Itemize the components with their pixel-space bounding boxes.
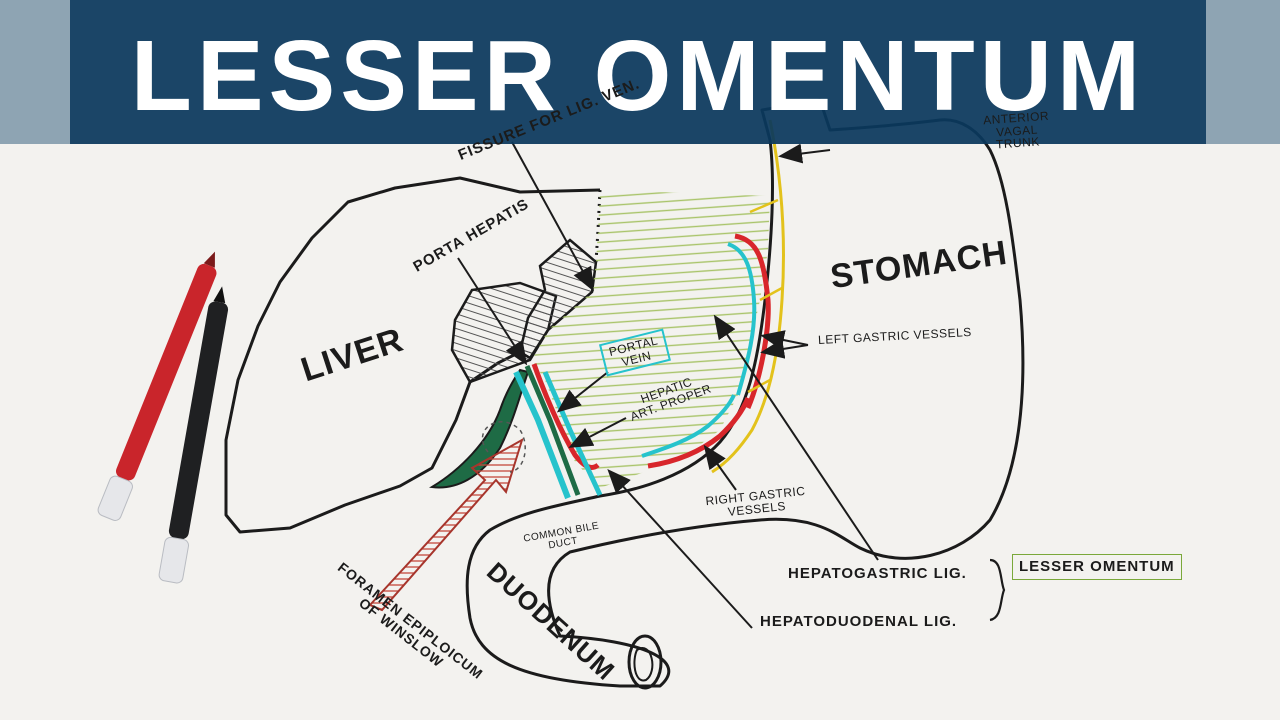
right-gastric-vein	[641, 394, 736, 458]
stomach-outline	[465, 98, 1025, 688]
banner-right-margin	[1206, 0, 1280, 144]
page-title: LESSER OMENTUM	[130, 20, 1146, 132]
arrow-hepatoduodenal	[607, 469, 753, 629]
arrow-hepatogastric	[713, 314, 879, 561]
brace-lesser-omentum	[989, 558, 1006, 622]
label-hepatogastric: HEPATOGASTRIC LIG.	[788, 565, 967, 582]
vagal-branch-3	[747, 378, 771, 394]
vagal-branch-1	[749, 198, 779, 214]
label-hepatoduodenal: HEPATODUODENAL LIG.	[760, 613, 958, 630]
lesser-omentum-box: LESSER OMENTUM	[1012, 554, 1182, 580]
portal-vein-line	[513, 370, 571, 500]
black-pen	[158, 286, 229, 584]
arrow-left-gastric-1	[760, 330, 809, 350]
label-vagal-trunk: ANTERIOR VAGAL TRUNK	[983, 109, 1051, 152]
banner-left-margin	[0, 0, 70, 144]
lesser-omentum-area	[532, 190, 770, 488]
arrow-fissure	[511, 141, 594, 292]
liver-outline	[224, 176, 601, 534]
bile-duct-line-green	[524, 365, 581, 496]
duodenum-cut-end	[627, 634, 663, 690]
foramen-opening	[481, 421, 526, 473]
hepatic-artery-line	[531, 363, 600, 470]
title-banner	[70, 0, 1206, 144]
right-gastric-artery	[647, 397, 751, 469]
arrow-left-gastric-2	[760, 338, 809, 359]
left-gastric-vein	[727, 242, 757, 396]
arrow-portal-vein	[556, 371, 609, 413]
duodenum-lumen	[633, 647, 654, 682]
red-pen	[97, 251, 217, 521]
foramen-arrow	[368, 437, 524, 612]
arrow-right-gastric	[703, 444, 737, 491]
arrow-vagal	[778, 143, 831, 164]
arrow-hepatic-art	[568, 417, 627, 448]
arrow-porta-hepatis	[457, 257, 528, 366]
vagal-branch-2	[759, 286, 783, 302]
